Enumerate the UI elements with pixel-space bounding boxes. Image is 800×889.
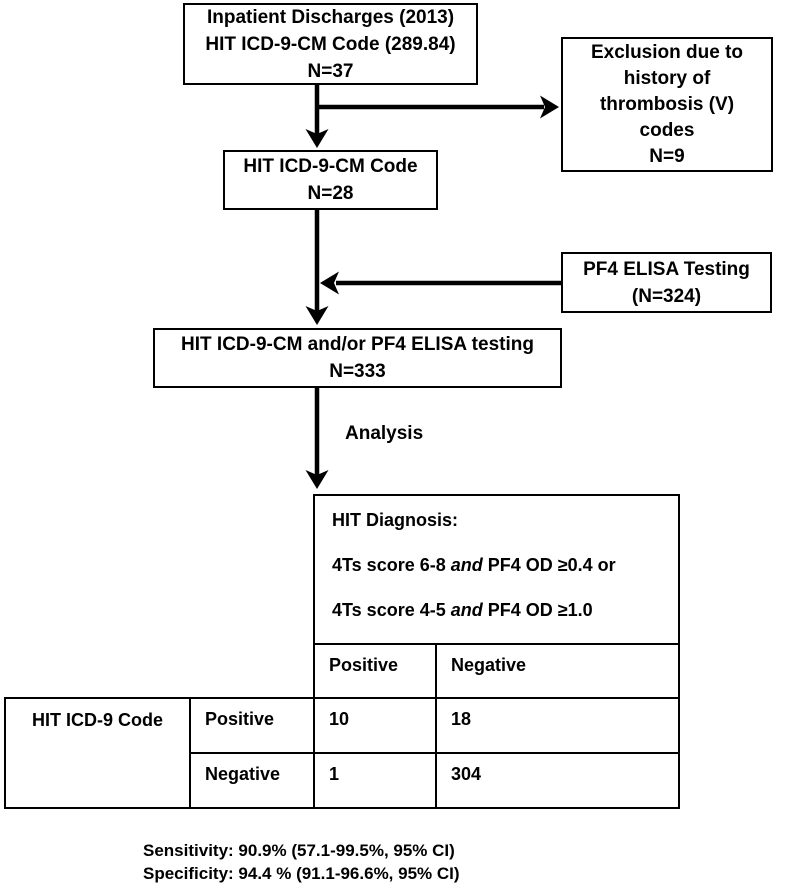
box-hit-code-line1: HIT ICD-9-CM Code — [243, 156, 418, 177]
box-pf4-line1: PF4 ELISA Testing — [583, 258, 750, 280]
cell-false-positive: 18 — [435, 697, 680, 754]
box-inpatient-line3: N=37 — [307, 60, 354, 82]
arrowhead-left-pf4-merge — [320, 271, 339, 295]
footer-statistics: Sensitivity: 90.9% (57.1-99.5%, 95% CI) … — [143, 839, 460, 885]
box-hit-andor-pf4: HIT ICD-9-CM and/or PF4 ELISA testing N=… — [153, 328, 562, 388]
box-inpatient-line1: Inpatient Discharges (2013) — [206, 6, 455, 28]
box-inpatient-discharges: Inpatient Discharges (2013) HIT ICD-9-CM… — [183, 3, 478, 85]
criteria-line-1: 4Ts score 6-8 and PF4 OD ≥0.4 or — [332, 555, 668, 575]
row1-label-positive: Positive — [189, 697, 315, 754]
box-hit-pf4-line2: N=333 — [329, 361, 386, 382]
cell-true-negative: 304 — [435, 752, 680, 809]
col-header-negative: Negative — [435, 643, 680, 699]
row-group-label-hit-icd9-code: HIT ICD-9 Code — [4, 697, 191, 809]
specificity-line: Specificity: 94.4 % (91.1-96.6%, 95% CI) — [143, 864, 460, 883]
col-header-positive: Positive — [313, 643, 437, 699]
cell-false-negative: 1 — [313, 752, 437, 809]
criteria2-pre: 4Ts score 4-5 — [332, 600, 451, 620]
table-header-hit-diagnosis: HIT Diagnosis: 4Ts score 6-8 and PF4 OD … — [313, 494, 680, 645]
box-pf4-elisa: PF4 ELISA Testing (N=324) — [561, 252, 772, 313]
box-pf4-line2: (N=324) — [631, 285, 702, 307]
box-exclusion-line2: history of — [623, 67, 711, 89]
criteria2-and: and — [450, 600, 483, 620]
criteria1-post: PF4 OD ≥0.4 or — [482, 555, 616, 575]
box-inpatient-line2: HIT ICD-9-CM Code (289.84) — [205, 33, 456, 55]
criteria-line-2: 4Ts score 4-5 and PF4 OD ≥1.0 — [332, 600, 668, 620]
box-exclusion-line4: codes — [639, 119, 695, 141]
sensitivity-line: Sensitivity: 90.9% (57.1-99.5%, 95% CI) — [143, 841, 455, 860]
arrowhead-down-to-hitpf4 — [305, 306, 329, 325]
box-exclusion-line1: Exclusion due to — [590, 41, 744, 63]
box-hit-pf4-line1: HIT ICD-9-CM and/or PF4 ELISA testing — [181, 334, 534, 355]
row2-label-negative: Negative — [189, 752, 315, 809]
box-exclusion: Exclusion due to history of thrombosis (… — [561, 37, 773, 172]
criteria2-post: PF4 OD ≥1.0 — [482, 600, 593, 620]
hit-diagnosis-title: HIT Diagnosis: — [332, 510, 459, 530]
box-hit-icd9-code: HIT ICD-9-CM Code N=28 — [223, 150, 438, 210]
criteria1-and: and — [450, 555, 483, 575]
arrowhead-right-to-exclusion — [540, 95, 559, 119]
analysis-label: Analysis — [345, 423, 424, 444]
box-exclusion-line5: N=9 — [649, 145, 685, 167]
criteria1-pre: 4Ts score 6-8 — [332, 555, 451, 575]
cell-true-positive: 10 — [313, 697, 437, 754]
arrowhead-down-to-hitcode — [305, 129, 329, 148]
box-exclusion-line3: thrombosis (V) — [599, 93, 735, 115]
box-hit-code-line2: N=28 — [307, 183, 354, 204]
arrowhead-down-analysis — [305, 470, 329, 489]
